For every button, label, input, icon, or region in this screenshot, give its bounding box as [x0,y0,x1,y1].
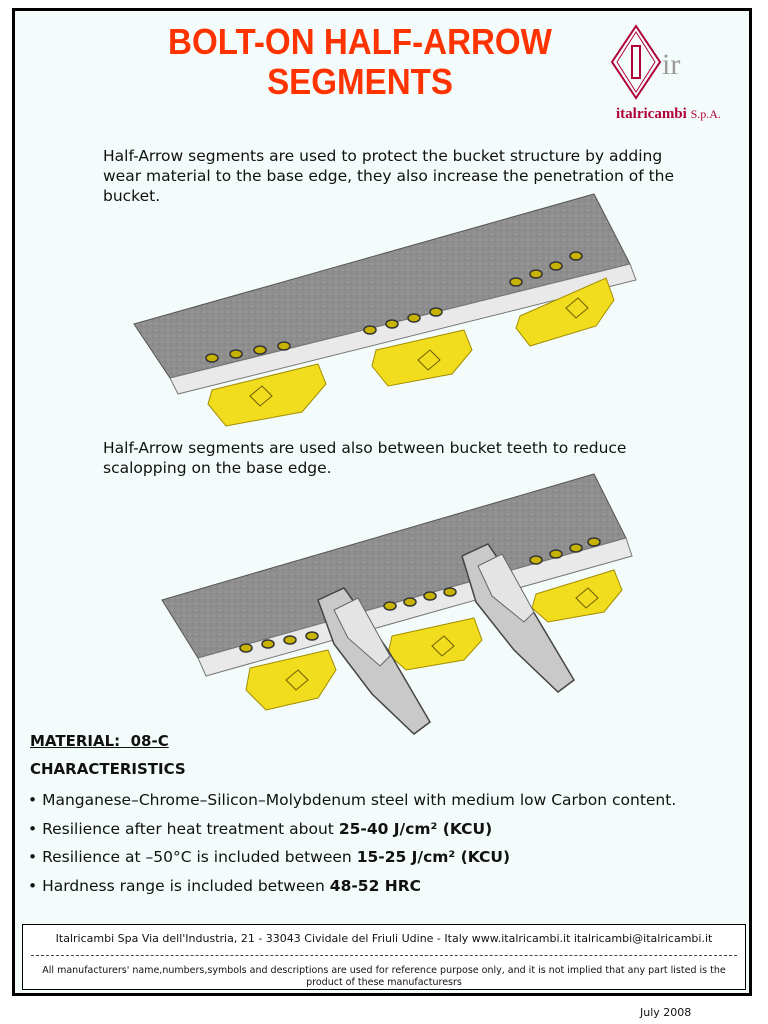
list-item: • Hardness range is included between 48-… [28,872,748,901]
title-line-2: SEGMENTS [267,61,453,102]
list-item: • Resilience after heat treatment about … [28,815,748,844]
material-value: 08-C [130,732,169,750]
bullet-text: • Resilience after heat treatment about [28,819,339,838]
brand-text: italricambi [616,106,687,122]
second-paragraph: Half-Arrow segments are used also betwee… [103,439,627,477]
yellow-segment-3 [515,277,615,347]
material-label: MATERIAL: [30,732,121,750]
bullet-text: • Manganese–Chrome–Silicon–Molybdenum st… [28,791,677,809]
brand-name: italricambi S.p.A. [616,106,721,123]
yellow-segment-2 [371,329,473,387]
footer-divider [31,955,737,956]
bullet-bold: 25-40 J/cm² (KCU) [338,819,493,838]
bullet-bold: 15-25 J/cm² (KCU) [356,848,511,866]
document-date: July 2008 [640,1006,692,1019]
yellow-segment-5 [387,617,483,671]
bolt-holes-1 [205,251,583,363]
list-item: • Resilience at –50°C is included betwee… [28,843,748,872]
bucket-tooth-1 [317,587,431,735]
characteristics-heading: CHARACTERISTICS [30,760,186,778]
diamond-logo-icon: ir [610,24,680,100]
company-logo: ir italricambi S.p.A. [606,22,726,132]
intro-paragraph: Half-Arrow segments are used to protect … [103,147,675,205]
footer-address: Italricambi Spa Via dell'Industria, 21 -… [55,932,713,945]
bucket-tooth-2 [461,543,575,693]
material-line: MATERIAL: 08-C [30,732,169,750]
page-frame [12,8,752,996]
list-item: • Manganese–Chrome–Silicon–Molybdenum st… [28,786,748,815]
logo-letters: ir [662,48,680,81]
bullet-text: • Hardness range is included between [28,876,330,895]
characteristics-list: • Manganese–Chrome–Silicon–Molybdenum st… [28,786,748,900]
segments-illustration-1 [133,193,637,427]
brand-suffix: S.p.A. [690,107,721,121]
footer-box: Italricambi Spa Via dell'Industria, 21 -… [22,924,746,990]
page-title: BOLT-ON HALF-ARROW SEGMENTS [139,22,581,102]
footer-disclaimer: All manufacturers' name,numbers,symbols … [42,965,726,988]
yellow-segment-4 [245,649,337,711]
bullet-bold: 48-52 HRC [329,876,422,895]
title-line-1: BOLT-ON HALF-ARROW [168,21,552,62]
yellow-segment-1 [207,363,327,427]
bullet-text: • Resilience at –50°C is included betwee… [28,848,357,866]
segments-illustration-2 [161,473,633,735]
bolt-holes-2 [239,537,601,653]
